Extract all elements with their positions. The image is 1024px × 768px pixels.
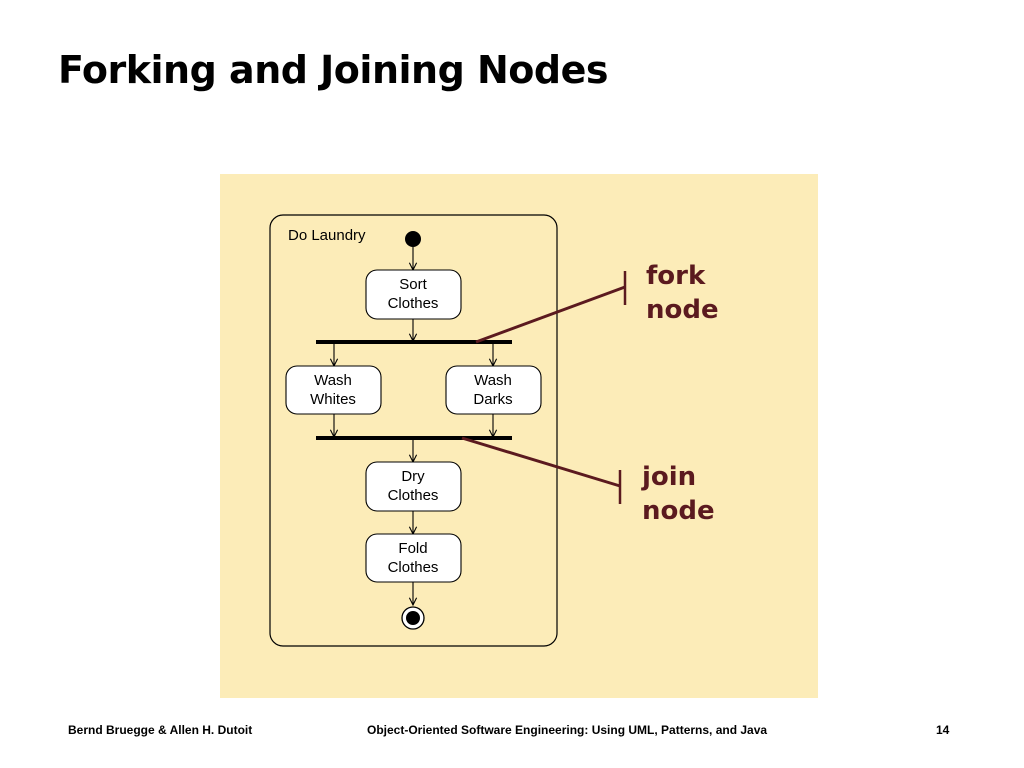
fork-node-callout: fork node bbox=[646, 259, 719, 327]
action-label-line2: Darks bbox=[473, 391, 512, 408]
activity-frame bbox=[269, 214, 558, 647]
diagram-background bbox=[220, 174, 818, 698]
action-label-line1: Dry bbox=[401, 468, 425, 485]
callout-line2: node bbox=[642, 496, 715, 526]
callout-line1: fork bbox=[646, 261, 706, 291]
action-label-line1: Sort bbox=[399, 276, 427, 293]
join-bar bbox=[316, 436, 512, 440]
action-label-line1: Fold bbox=[398, 540, 427, 557]
action-sort-clothes: Sort Clothes bbox=[365, 269, 462, 320]
action-label-line2: Clothes bbox=[388, 487, 439, 504]
action-wash-whites: Wash Whites bbox=[285, 365, 382, 415]
slide-title: Forking and Joining Nodes bbox=[58, 48, 609, 92]
action-fold-clothes: Fold Clothes bbox=[365, 533, 462, 583]
fork-callout-pointer bbox=[475, 271, 627, 344]
join-callout-pointer bbox=[461, 436, 622, 504]
action-label-line2: Whites bbox=[310, 391, 356, 408]
action-wash-darks: Wash Darks bbox=[445, 365, 542, 415]
footer-page-number: 14 bbox=[936, 723, 950, 737]
initial-node bbox=[405, 231, 421, 247]
action-label-line2: Clothes bbox=[388, 559, 439, 576]
footer-authors: Bernd Bruegge & Allen H. Dutoit bbox=[68, 723, 253, 737]
action-dry-clothes: Dry Clothes bbox=[365, 461, 462, 512]
fork-bar bbox=[316, 340, 512, 344]
action-label-line1: Wash bbox=[474, 372, 512, 389]
callout-line2: node bbox=[646, 295, 719, 325]
activity-frame-label: Do Laundry bbox=[288, 227, 366, 244]
callout-line1: join bbox=[642, 462, 697, 492]
footer-course: Object-Oriented Software Engineering: Us… bbox=[367, 723, 768, 737]
control-flows bbox=[334, 247, 493, 605]
action-label-line1: Wash bbox=[314, 372, 352, 389]
final-node bbox=[401, 606, 425, 630]
join-node-callout: join node bbox=[642, 460, 715, 528]
action-label-line2: Clothes bbox=[388, 295, 439, 312]
